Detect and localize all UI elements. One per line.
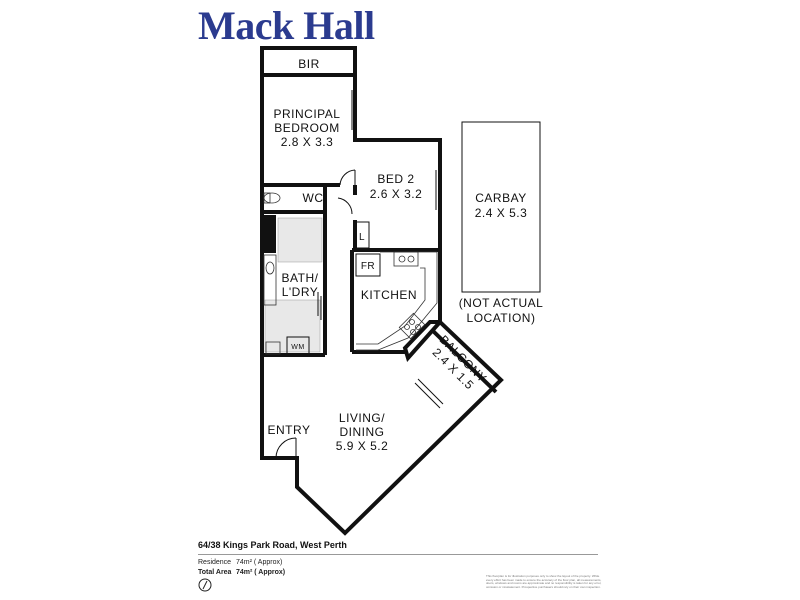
shower-screen (262, 215, 276, 253)
label-carbay-note-1: (NOT ACTUAL (459, 296, 544, 310)
bath-tiles (264, 217, 323, 353)
label-living-2: DINING (340, 425, 385, 439)
north-arrow-icon (198, 578, 212, 592)
linen-cupboard (354, 221, 370, 249)
area-value: 74m² ( Approx) (236, 569, 286, 576)
label-bath-2: L'DRY (282, 285, 319, 299)
disclaimer-text: This floorplan is for illustration purpo… (486, 574, 602, 589)
label-living-3: 5.9 X 5.2 (336, 439, 389, 453)
cooktop (398, 312, 426, 340)
kitchen-bench (356, 251, 438, 351)
bedroom-door (339, 169, 356, 186)
balcony-wall (430, 328, 498, 394)
label-kitchen: KITCHEN (361, 288, 417, 302)
label-fridge: FR (361, 261, 375, 272)
label-carbay-note-2: LOCATION) (467, 311, 536, 325)
label-principal-2: BEDROOM (274, 121, 340, 135)
balcony-door (414, 382, 441, 409)
basin (265, 261, 275, 275)
label-wm: WM (291, 344, 304, 351)
label-principal-3: 2.8 X 3.3 (281, 135, 334, 149)
label-wc: WC (303, 191, 324, 205)
label-bir: BIR (298, 57, 320, 71)
label-bed2-1: BED 2 (377, 172, 414, 186)
divider (198, 554, 598, 555)
label-carbay-1: CARBAY (475, 191, 526, 205)
area-label: Residence (198, 559, 232, 566)
label-living-1: LIVING/ (339, 411, 385, 425)
washing-machine (286, 336, 310, 356)
label-bath-1: BATH/ (282, 271, 319, 285)
area-row-residence: Residence 74m² ( Approx) (198, 559, 282, 566)
laundry-tub (265, 341, 281, 355)
area-row-total: Total Area 74m² ( Approx) (198, 569, 285, 576)
area-label: Total Area (198, 569, 232, 576)
label-entry: ENTRY (268, 423, 311, 437)
entry-door (275, 437, 297, 459)
toilet (263, 192, 281, 204)
label-linen: L (359, 232, 365, 243)
outer-wall (260, 46, 504, 536)
area-value: 74m² ( Approx) (236, 559, 283, 566)
brand-logo: Mack Hall (198, 3, 375, 48)
label-carbay-2: 2.4 X 5.3 (475, 206, 528, 220)
carbay (461, 121, 541, 293)
fridge (355, 253, 381, 277)
bed2-door (337, 197, 353, 215)
property-address: 64/38 Kings Park Road, West Perth (198, 540, 347, 550)
label-bed2-2: 2.6 X 3.2 (370, 187, 423, 201)
label-principal-1: PRINCIPAL (274, 107, 341, 121)
